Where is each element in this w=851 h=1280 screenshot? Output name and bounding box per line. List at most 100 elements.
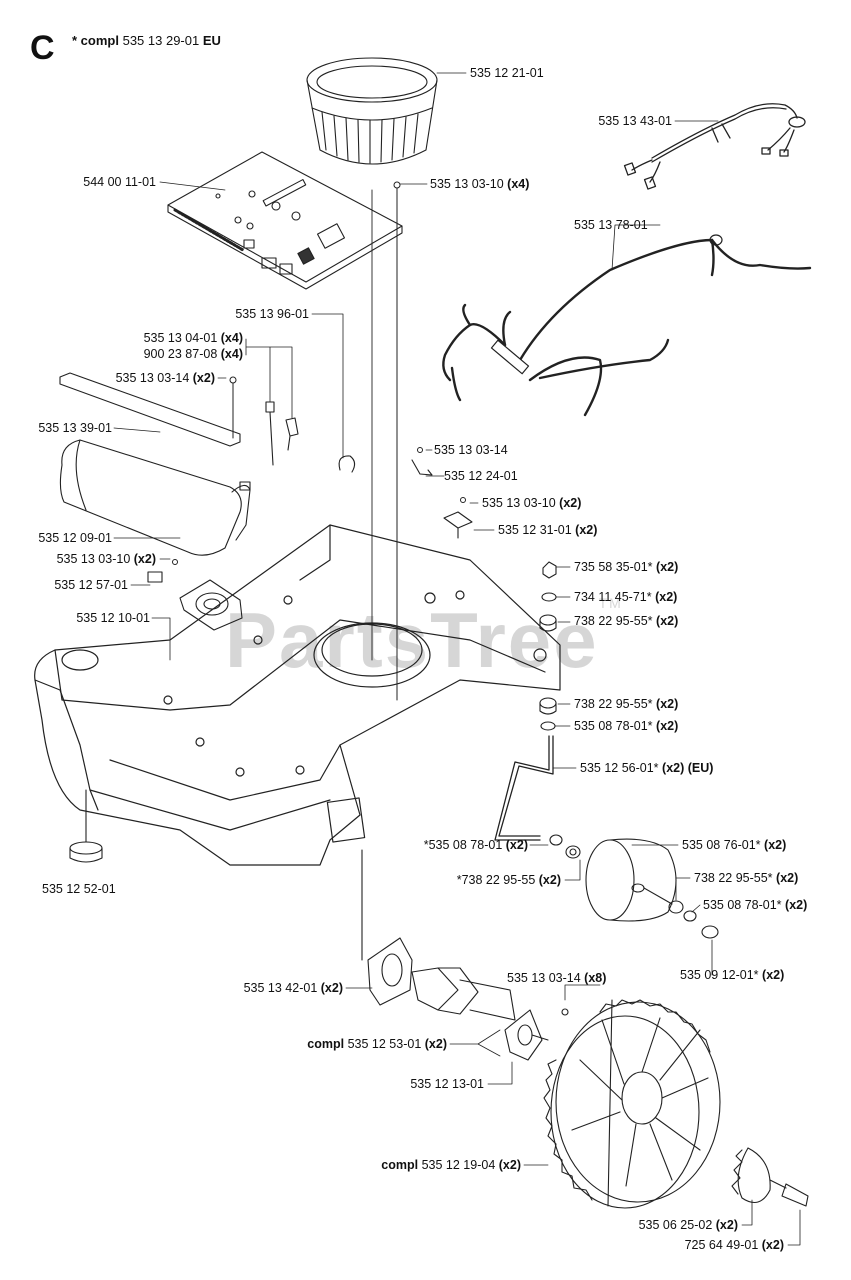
part-number: 738 22 95-55*	[694, 871, 773, 885]
part-label: compl 535 12 53-01 (x2)	[307, 1037, 447, 1051]
part-number: 535 13 04-01	[143, 331, 218, 345]
part-number: 535 12 21-01	[470, 66, 544, 80]
part-label: 535 12 24-01	[444, 469, 518, 483]
part-number: 738 22 95-55*	[574, 614, 653, 628]
part-label: 738 22 95-55* (x2)	[574, 697, 678, 711]
part-number: 535 06 25-02	[638, 1218, 713, 1232]
circuit-board	[167, 151, 403, 290]
part-quantity: (x2)	[505, 838, 528, 852]
assembly-header: * compl 535 13 29-01 EU	[72, 33, 221, 48]
part-number: 535 08 78-01*	[574, 719, 653, 733]
part-number: 900 23 87-08	[143, 347, 218, 361]
part-number: 535 12 10-01	[76, 611, 150, 625]
part-label: 535 12 21-01	[470, 66, 544, 80]
part-number: 535 09 12-01*	[680, 968, 759, 982]
part-label: 535 13 78-01	[574, 218, 648, 232]
part-label: *535 08 78-01 (x2)	[424, 838, 528, 852]
part-quantity: (x2)	[559, 496, 582, 510]
part-label: 535 09 12-01* (x2)	[680, 968, 784, 982]
part-label: 734 11 45-71* (x2)	[574, 590, 677, 604]
part-number: 535 12 09-01	[38, 531, 112, 545]
part-quantity: (x2)	[776, 871, 799, 885]
part-label: 535 12 09-01	[38, 531, 112, 545]
spring-clip	[338, 455, 356, 473]
part-quantity: (x2)	[498, 1158, 521, 1172]
front-wheel	[549, 834, 719, 939]
screws-small	[172, 181, 466, 701]
part-quantity: (x2)	[656, 719, 679, 733]
part-prefix: compl	[307, 1037, 345, 1051]
drive-wheel	[543, 999, 721, 1209]
chassis	[34, 524, 561, 866]
part-number: 535 13 39-01	[38, 421, 112, 435]
part-label: *738 22 95-55 (x2)	[457, 873, 561, 887]
part-quantity: (x2)	[785, 898, 808, 912]
part-label: 535 12 52-01	[42, 882, 116, 896]
part-label: 535 13 04-01 (x4)	[144, 331, 243, 345]
part-number: 535 13 96-01	[235, 307, 309, 321]
part-label: 535 12 10-01	[76, 611, 150, 625]
part-number: 535 08 76-01*	[682, 838, 761, 852]
part-label: 535 12 13-01	[410, 1077, 484, 1091]
leader-lines	[113, 72, 801, 1246]
part-label: 535 13 03-14 (x2)	[116, 371, 215, 385]
part-quantity: (x2)	[762, 968, 785, 982]
assembly-prefix: * compl	[72, 33, 119, 48]
part-label: 535 13 03-10 (x2)	[482, 496, 581, 510]
assembly-suffix: EU	[202, 33, 221, 48]
part-number: 535 13 03-14	[434, 443, 508, 457]
part-label: 725 64 49-01 (x2)	[685, 1238, 784, 1252]
part-label: 900 23 87-08 (x4)	[144, 347, 243, 361]
part-label: 535 08 76-01* (x2)	[682, 838, 786, 852]
drive-motor	[411, 967, 569, 1061]
battery-tray-ring	[306, 57, 438, 165]
part-quantity: (x2)	[320, 981, 343, 995]
part-number: 735 58 35-01*	[574, 560, 653, 574]
battery-strap	[59, 372, 241, 447]
part-label: 535 12 31-01 (x2)	[498, 523, 597, 537]
hub-cap	[731, 1147, 809, 1207]
part-number: *535 08 78-01	[423, 838, 503, 852]
assembly-number: 535 13 29-01	[122, 33, 200, 48]
part-number: 535 12 24-01	[444, 469, 518, 483]
part-quantity: (x2)	[656, 560, 679, 574]
part-number: 535 12 53-01	[347, 1037, 422, 1051]
part-number: 535 13 42-01	[243, 981, 318, 995]
part-quantity: (x2)	[575, 523, 598, 537]
part-quantity: (x2)	[424, 1037, 447, 1051]
part-label: 535 12 56-01* (x2) (EU)	[580, 761, 713, 775]
part-number: 535 12 52-01	[42, 882, 116, 896]
part-quantity: (x2)	[662, 761, 685, 775]
part-quantity: (x2)	[656, 697, 679, 711]
part-number: 738 22 95-55*	[574, 697, 653, 711]
part-quantity: (x4)	[507, 177, 530, 191]
part-label: 535 13 03-10 (x4)	[430, 177, 529, 191]
part-number: 535 13 03-14	[115, 371, 190, 385]
motor-gasket	[361, 849, 413, 1006]
part-number: 544 00 11-01	[83, 175, 156, 189]
part-label: 535 06 25-02 (x2)	[639, 1218, 738, 1232]
part-label: 535 13 96-01	[235, 307, 309, 321]
sensor-bracket	[411, 459, 473, 539]
part-label: 535 12 57-01	[54, 578, 128, 592]
part-label: 535 13 03-14	[434, 443, 508, 457]
watermark-tm: TM	[598, 595, 623, 611]
part-suffix: (EU)	[687, 761, 714, 775]
part-label: 738 22 95-55* (x2)	[574, 614, 678, 628]
part-label: 535 13 39-01	[38, 421, 112, 435]
part-number: 535 12 31-01	[498, 523, 572, 537]
part-label: 535 08 78-01* (x2)	[574, 719, 678, 733]
part-quantity: (x2)	[192, 371, 215, 385]
section-letter: C	[30, 29, 55, 67]
cable-ties	[265, 401, 299, 466]
part-quantity: (x2)	[715, 1218, 738, 1232]
part-label: 544 00 11-01	[83, 175, 156, 189]
part-number: 535 13 03-14	[507, 971, 581, 985]
part-prefix: compl	[381, 1158, 419, 1172]
part-number: 535 12 57-01	[54, 578, 128, 592]
wiring-harness-main	[442, 234, 812, 417]
front-wheel-hardware	[539, 561, 557, 731]
part-quantity: (x2)	[133, 552, 156, 566]
part-number: 725 64 49-01	[684, 1238, 759, 1252]
